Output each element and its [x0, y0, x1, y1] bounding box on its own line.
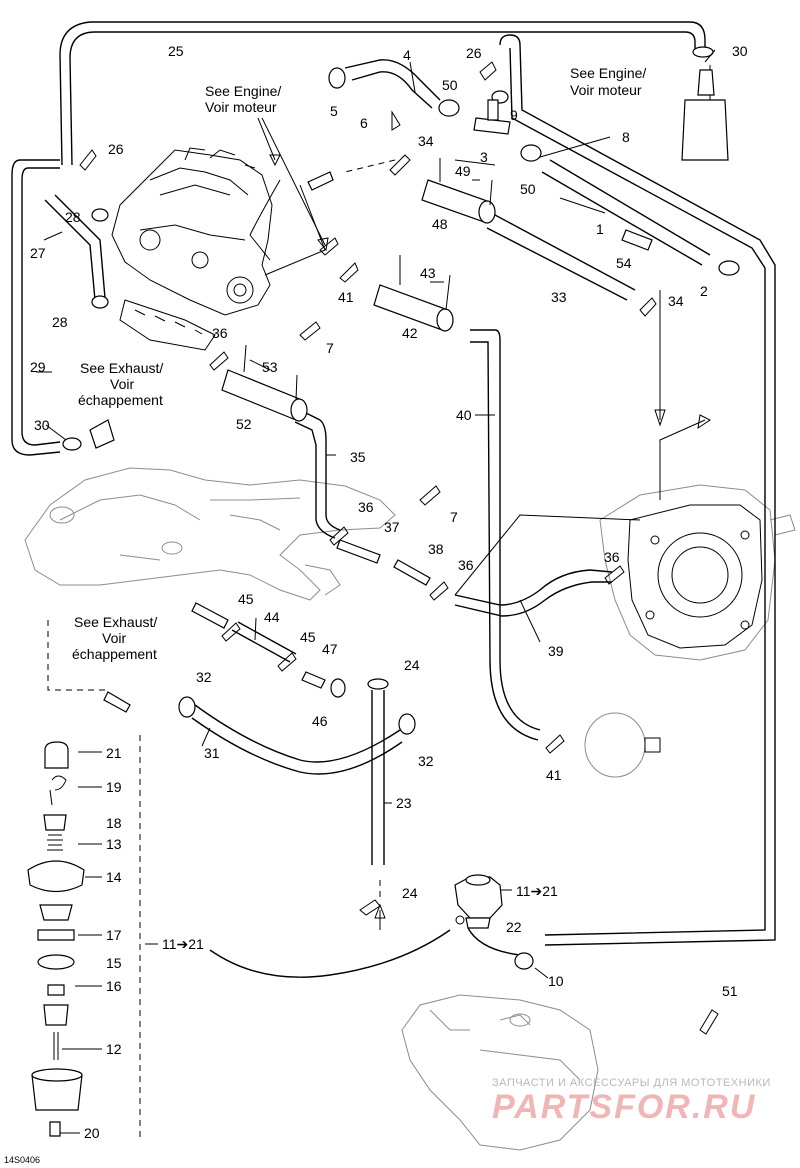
- callout-51: 51: [722, 983, 738, 999]
- callout-30: 30: [732, 43, 748, 59]
- callout-11-21: 11➔21: [162, 936, 204, 952]
- figure-code: 14S0406: [4, 1155, 40, 1165]
- flow-lines: [47, 65, 711, 1140]
- callout-26: 26: [108, 141, 124, 157]
- callout-41: 41: [338, 289, 354, 305]
- callout-2: 2: [700, 283, 708, 299]
- callout-28: 28: [65, 209, 81, 225]
- note-see-engine-right-2: Voir moteur: [570, 82, 642, 98]
- callout-36: 36: [458, 557, 474, 573]
- callout-26: 26: [466, 45, 482, 61]
- callout-16: 16: [106, 978, 122, 994]
- callout-34: 34: [418, 133, 434, 149]
- callout-45: 45: [300, 629, 316, 645]
- callout-32: 32: [418, 753, 434, 769]
- note-see-exhaust-left-1: See Exhaust/: [80, 360, 163, 376]
- callout-19: 19: [106, 779, 122, 795]
- callout-1: 1: [596, 221, 604, 237]
- bulb-reservoir-outline: [584, 712, 661, 778]
- callout-47: 47: [322, 641, 338, 657]
- oil-coolers: [221, 158, 653, 422]
- note-see-exhaust-mid-2: Voir: [102, 630, 126, 646]
- callout-15: 15: [106, 955, 122, 971]
- callout-53: 53: [262, 359, 278, 375]
- callout-42: 42: [402, 325, 418, 341]
- callout-50: 50: [442, 77, 458, 93]
- callout-7: 7: [326, 340, 334, 356]
- cap-assembly: [27, 741, 85, 1137]
- callout-40: 40: [456, 407, 472, 423]
- callout-39: 39: [548, 643, 564, 659]
- note-see-exhaust-left-3: échappement: [78, 392, 163, 408]
- hose-clamps: [62, 46, 740, 970]
- callout-9: 9: [510, 107, 518, 123]
- callout-27: 27: [30, 245, 46, 261]
- watermark-logo: PARTSFOR.RU: [492, 1088, 756, 1126]
- callout-10: 10: [548, 973, 564, 989]
- leader-lines: [36, 49, 716, 1134]
- hose-network: [11, 21, 776, 978]
- tuned-pipe-outline: [401, 994, 599, 1151]
- callout-49: 49: [455, 163, 471, 179]
- fittings: [89, 69, 729, 713]
- watermark-caption: ЗАПЧАСТИ И АКСЕССУАРЫ ДЛЯ МОТОТЕХНИКИ: [492, 1077, 771, 1089]
- callout-32: 32: [196, 669, 212, 685]
- callout-29: 29: [30, 359, 46, 375]
- callout-17: 17: [106, 927, 122, 943]
- callout-45: 45: [238, 591, 254, 607]
- callout-41: 41: [546, 767, 562, 783]
- callout-43: 43: [420, 265, 436, 281]
- callout-12: 12: [106, 1041, 122, 1057]
- callout-25: 25: [168, 43, 184, 59]
- callout-8: 8: [622, 129, 630, 145]
- exhaust-manifold-outline: [24, 467, 396, 601]
- callout-13: 13: [106, 836, 122, 852]
- callout-35: 35: [350, 449, 366, 465]
- callout-22: 22: [506, 919, 522, 935]
- callout-33: 33: [551, 289, 567, 305]
- note-see-exhaust-left-2: Voir: [110, 376, 134, 392]
- coolant-reservoir: [454, 874, 503, 929]
- callout-36: 36: [212, 325, 228, 341]
- note-see-engine-right-1: See Engine/: [570, 65, 646, 81]
- callout-4: 4: [403, 47, 411, 63]
- callout-36: 36: [358, 499, 374, 515]
- note-see-exhaust-mid-3: échappement: [72, 646, 157, 662]
- callout-28: 28: [52, 314, 68, 330]
- callout-20: 20: [84, 1125, 100, 1141]
- pump-housing-outline: [599, 484, 796, 661]
- callout-21: 21: [106, 745, 122, 761]
- callout-31: 31: [204, 745, 220, 761]
- callout-6: 6: [360, 115, 368, 131]
- callout-14: 14: [106, 869, 122, 885]
- note-see-engine-top-2: Voir moteur: [205, 99, 277, 115]
- callout-18: 18: [106, 815, 122, 831]
- engine-outline: [111, 147, 273, 351]
- callout-24: 24: [404, 657, 420, 673]
- callout-30: 30: [34, 417, 50, 433]
- callout-11-21: 11➔21: [516, 883, 558, 899]
- part-callouts: 25 26 4 30 50 5 6 9 8 34 26 49 3 50 28 2…: [30, 43, 748, 1141]
- callout-38: 38: [428, 541, 444, 557]
- note-see-exhaust-mid-1: See Exhaust/: [74, 614, 157, 630]
- reference-notes: See Engine/ Voir moteur See Engine/ Voir…: [72, 65, 646, 662]
- callout-54: 54: [616, 255, 632, 271]
- callout-5: 5: [330, 103, 338, 119]
- callout-36: 36: [604, 549, 620, 565]
- spring-clips: [79, 61, 719, 1035]
- callout-7: 7: [450, 509, 458, 525]
- callout-23: 23: [396, 795, 412, 811]
- note-see-engine-top-1: See Engine/: [205, 83, 281, 99]
- callout-46: 46: [312, 713, 328, 729]
- callout-37: 37: [384, 519, 400, 535]
- callout-24: 24: [402, 885, 418, 901]
- callout-48: 48: [432, 216, 448, 232]
- callout-44: 44: [264, 609, 280, 625]
- callout-50: 50: [520, 181, 536, 197]
- callout-52: 52: [236, 416, 252, 432]
- callout-34: 34: [668, 293, 684, 309]
- callout-3: 3: [480, 149, 488, 165]
